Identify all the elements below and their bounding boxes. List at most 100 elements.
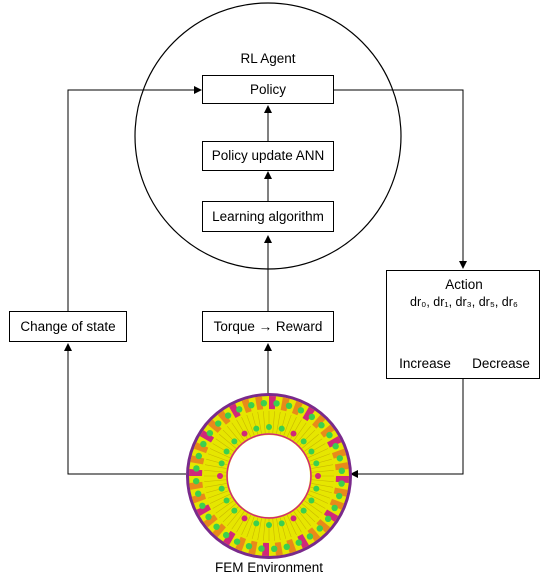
ring-flux-line <box>307 448 329 459</box>
ring-tooth <box>199 430 215 443</box>
ring-inner-slot <box>313 460 320 467</box>
ring-tooth <box>248 540 258 555</box>
ring-tooth <box>193 442 209 454</box>
ring-magnet <box>318 422 325 429</box>
ring-flux-line <box>215 438 234 452</box>
ring-tooth <box>335 476 349 483</box>
ring-inner-slot <box>231 507 238 514</box>
ring-flux-line <box>311 464 334 469</box>
ring-inner-edge <box>226 433 312 519</box>
ring-tooth <box>291 400 303 416</box>
ring-magnet <box>336 455 344 462</box>
ring-flux-line <box>241 514 252 536</box>
ring-tooth <box>302 406 315 422</box>
ring-tooth <box>334 462 349 471</box>
ring-flux-line <box>309 453 331 462</box>
ring-flux-line <box>226 426 242 444</box>
action-box: Action dr₀, dr₁, dr₃, dr₅, dr₆ Increase … <box>386 270 540 379</box>
ring-tooth <box>329 498 345 510</box>
ring-tooth <box>207 419 222 433</box>
ring-magnet <box>335 492 343 500</box>
ring-flux-line <box>304 500 323 514</box>
ring-magnet <box>194 490 202 497</box>
ring-flux-line <box>304 438 323 452</box>
ring-magnet <box>224 412 232 419</box>
ring-inner-slot <box>308 497 315 504</box>
ring-flux-line <box>257 518 262 541</box>
ring-flux-line <box>276 411 281 434</box>
ring-magnet <box>233 538 241 545</box>
ring-tooth <box>333 487 348 497</box>
ring-flux-line <box>215 500 234 514</box>
ring-inner-slot <box>231 438 238 445</box>
ring-flux-line <box>293 422 307 441</box>
ring-flux-line <box>311 479 334 482</box>
ring-flux-line <box>209 493 231 504</box>
ring-flux-line <box>246 414 255 436</box>
ring-inner-slot <box>266 522 272 528</box>
ring-flux-line <box>246 516 255 538</box>
ring-tooth <box>235 536 247 552</box>
ring-inner-slot <box>278 520 285 527</box>
ring-tooth <box>274 541 283 556</box>
ring-inner-slot <box>241 515 248 522</box>
ring-inner-slot <box>300 507 307 514</box>
ring-tooth <box>320 424 335 438</box>
arrow-env-to-state <box>64 343 186 475</box>
ring-magnet <box>192 477 200 485</box>
ring-magnet <box>199 502 206 509</box>
ring-tooth <box>241 398 252 414</box>
ring-tooth <box>212 523 226 538</box>
ring-flux-line <box>293 511 307 530</box>
ring-flux-line <box>286 416 297 438</box>
ring-magnet <box>285 402 293 410</box>
ring-flux-line <box>257 411 262 434</box>
ring-flux-line <box>311 483 334 488</box>
fem-ring-visual <box>186 393 352 559</box>
ring-tooth <box>262 542 269 556</box>
ring-inner-slot <box>223 448 230 455</box>
ring-flux-line <box>219 503 237 519</box>
ring-tooth <box>323 509 339 522</box>
ring-flux-line <box>296 426 312 444</box>
decrease-label: Decrease <box>472 356 530 371</box>
ring-magnet <box>324 515 332 523</box>
ring-inner-slot <box>290 515 297 522</box>
ring-tooth <box>269 396 276 410</box>
ring-magnet <box>193 465 200 472</box>
learning-algorithm-box: Learning algorithm <box>202 201 334 232</box>
ring-tooth <box>229 403 241 418</box>
ring-magnet <box>260 399 268 407</box>
ring-inner-slot <box>300 438 307 445</box>
ring-flux-line <box>301 433 319 449</box>
ring-flux-line <box>209 448 231 459</box>
ring-flux-line <box>311 470 334 473</box>
ring-inner-slot <box>290 430 297 437</box>
ring-magnet <box>213 523 220 530</box>
ring-flux-line <box>301 503 319 519</box>
action-params: dr₀, dr₁, dr₃, dr₅, dr₆ <box>410 295 518 309</box>
ring-tooth <box>217 410 231 425</box>
ring-inner-slot <box>308 448 315 455</box>
ring-magnet <box>308 413 316 421</box>
ring-magnet <box>270 545 278 553</box>
ring-inner-slot <box>253 520 260 527</box>
ring-flux-line <box>207 490 229 499</box>
ring-tooth <box>189 481 204 490</box>
ring-magnet <box>215 420 222 427</box>
ring-flux-line <box>204 464 227 469</box>
ring-inner-slot <box>253 425 260 432</box>
ring-flux-line <box>309 490 331 499</box>
increase-label: Increase <box>399 356 451 371</box>
ring-flux-line <box>204 483 227 488</box>
torque-reward-box: Torque → Reward <box>202 311 334 342</box>
ring-flux-line <box>207 453 229 462</box>
ring-magnet <box>273 400 280 407</box>
ring-tooth <box>190 455 205 465</box>
agent-title: RL Agent <box>240 51 296 66</box>
ring-magnet <box>206 429 214 437</box>
arrow-policy-to-action <box>334 89 467 269</box>
ring-inner-slot <box>313 485 320 492</box>
ring-tooth <box>203 514 218 528</box>
